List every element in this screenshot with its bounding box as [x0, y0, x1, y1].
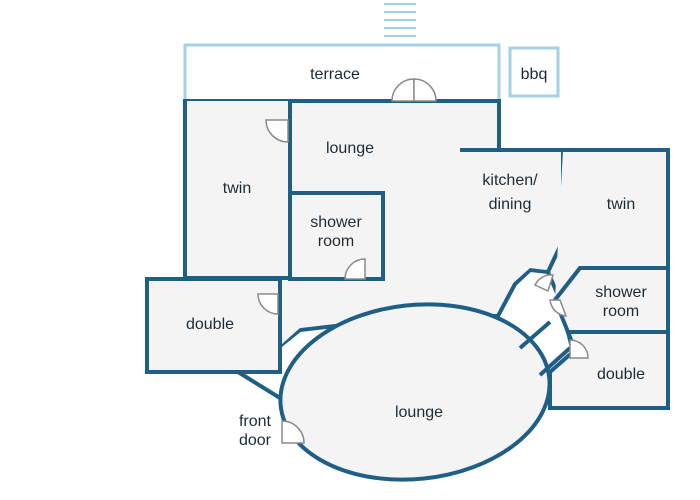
terrace-label: terrace [310, 66, 360, 83]
hall-wall-2 [538, 346, 572, 377]
kitchen-label-1: kitchen/ [482, 172, 538, 189]
bbq-area [508, 46, 560, 98]
double-left-label: double [186, 316, 234, 333]
shower-right-label-1: shower [595, 284, 647, 301]
front-door-label-1: front [239, 413, 272, 430]
lounge-main-label: lounge [395, 404, 443, 421]
front-door-label-2: door [239, 432, 272, 449]
shower-left-label-1: shower [310, 214, 362, 231]
bbq-label: bbq [521, 66, 548, 83]
door-icon [257, 78, 589, 444]
shower-left-label-2: room [318, 233, 354, 250]
hall-wall-1 [518, 320, 552, 350]
twin-left-label: twin [223, 180, 251, 197]
double-right-label: double [597, 366, 645, 383]
steps-icon [384, 3, 416, 37]
shower-right-label-2: room [603, 303, 639, 320]
front-connector-wall [236, 370, 282, 400]
twin-right-label: twin [607, 196, 635, 213]
kitchen-label-2: dining [489, 196, 532, 213]
lounge-top-label: lounge [326, 140, 374, 157]
lounge-oval-wall [278, 302, 552, 482]
shower-left-wall [288, 191, 385, 281]
